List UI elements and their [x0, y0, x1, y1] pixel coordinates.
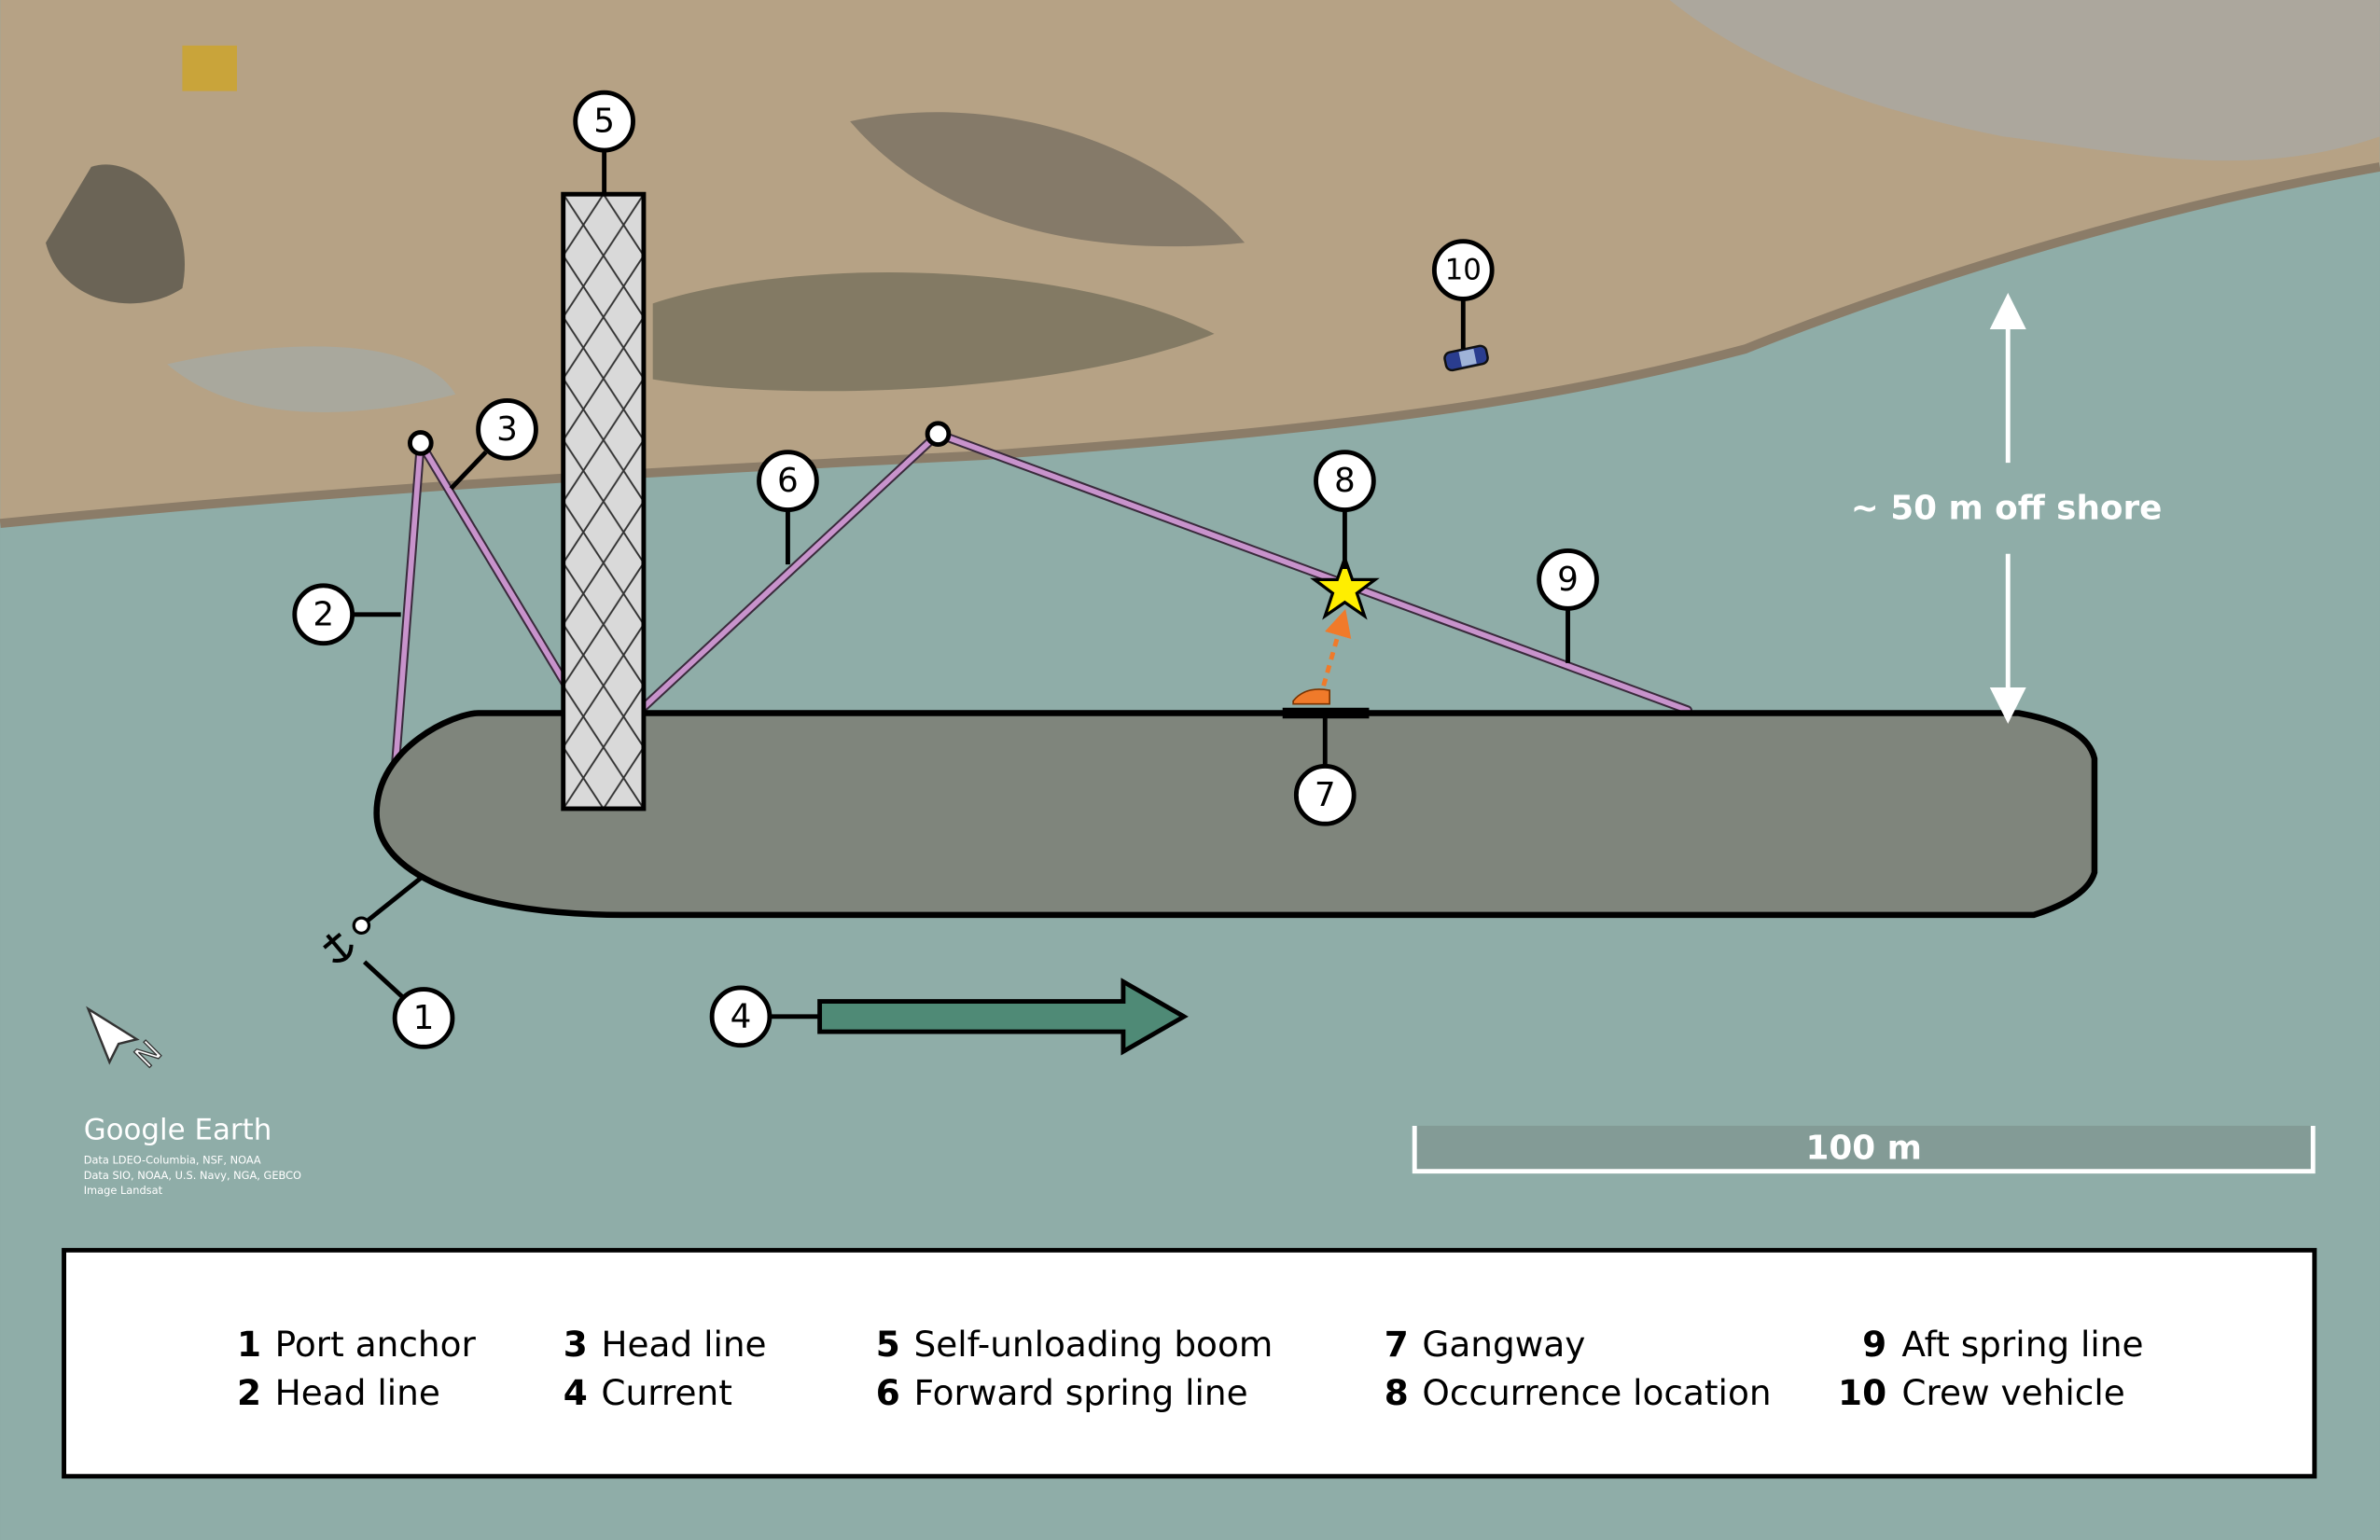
svg-text:5: 5 [876, 1324, 900, 1365]
forward-spring-line [637, 431, 941, 714]
legend-item: 9 Aft spring line [1862, 1324, 2143, 1365]
shoreline [0, 162, 2380, 529]
grey-stockpile [167, 346, 456, 412]
callout-number: 1 [413, 999, 435, 1037]
callout-leaders [352, 150, 1570, 1020]
callout-number: 9 [1557, 561, 1579, 599]
svg-text:Head line: Head line [275, 1372, 440, 1413]
svg-text:3: 3 [564, 1324, 588, 1365]
svg-text:6: 6 [876, 1372, 900, 1413]
anchor-icon [323, 932, 354, 963]
svg-text:9: 9 [1862, 1324, 1886, 1365]
crew-vehicle-icon [1443, 344, 1489, 372]
legend-item: 4 Current [564, 1372, 732, 1413]
scale-bar [1412, 1125, 2316, 1174]
callout-number: 4 [731, 997, 752, 1035]
svg-text:4: 4 [564, 1372, 588, 1413]
svg-text:8: 8 [1385, 1372, 1409, 1413]
bollard-icon [407, 430, 434, 456]
callout-3: 3 [476, 397, 538, 461]
ship-hull [373, 710, 2098, 919]
callout-5: 5 [573, 90, 635, 153]
google-earth-logo: Google Earth [84, 1114, 272, 1147]
callout-number: 10 [1445, 254, 1482, 287]
callout-number: 8 [1334, 462, 1356, 500]
svg-text:Self-unloading boom: Self-unloading boom [913, 1324, 1273, 1365]
svg-text:Forward spring line: Forward spring line [913, 1372, 1247, 1413]
rock-pile [652, 272, 1215, 392]
legend-item: 10 Crew vehicle [1838, 1372, 2125, 1413]
svg-text:Crew vehicle: Crew vehicle [1901, 1372, 2124, 1413]
legend-item: 2 Head line [237, 1372, 440, 1413]
svg-text:7: 7 [1385, 1324, 1409, 1365]
svg-text:Port anchor: Port anchor [275, 1324, 477, 1365]
svg-text:Gangway: Gangway [1422, 1324, 1585, 1365]
mooring-lines [390, 429, 1692, 779]
legend-item: 6 Forward spring line [876, 1372, 1248, 1413]
svg-text:2: 2 [237, 1372, 261, 1413]
svg-text:Current: Current [601, 1372, 731, 1413]
bollard-icon [925, 421, 952, 448]
legend-item: 7 Gangway [1385, 1324, 1586, 1365]
callout-10: 10 [1431, 239, 1495, 301]
callout-4: 4 [709, 985, 772, 1048]
attribution-line: Data LDEO-Columbia, NSF, NOAA [84, 1154, 261, 1167]
movement-arrow [1321, 608, 1352, 687]
callout-number: 7 [1315, 776, 1336, 814]
grey-stockpile-right [1669, 0, 2380, 161]
self-unloading-boom [561, 191, 647, 812]
legend-box [62, 1247, 2317, 1479]
head-line-2 [392, 440, 424, 777]
legend-item: 3 Head line [564, 1324, 767, 1365]
attribution-line: Data SIO, NOAA, U.S. Navy, NGA, GEBCO [84, 1169, 301, 1182]
legend-item: 1 Port anchor [237, 1324, 477, 1365]
scale-bar-label: 100 m [1806, 1130, 1922, 1168]
boat-icon [1292, 688, 1330, 705]
callout-number: 2 [313, 595, 334, 633]
loader-vehicle [182, 45, 237, 91]
svg-text:Occurrence location: Occurrence location [1422, 1372, 1771, 1413]
callout-9: 9 [1537, 548, 1599, 611]
scale-bar-fill [1414, 1125, 2314, 1172]
offshore-distance-label: ~ 50 m off shore [1851, 489, 2163, 527]
callout-6: 6 [757, 450, 819, 512]
svg-text:1: 1 [237, 1324, 261, 1365]
callout-number: 5 [593, 103, 615, 141]
dark-stockpile [46, 164, 185, 304]
anchor-chain [359, 875, 424, 928]
head-line-3 [417, 440, 568, 686]
callout-1: 1 [392, 987, 455, 1049]
aft-spring-line [935, 431, 1691, 714]
dark-pile [850, 112, 1246, 247]
callout-7: 7 [1293, 763, 1357, 826]
svg-text:Aft spring line: Aft spring line [1901, 1324, 2143, 1365]
svg-text:Head line: Head line [601, 1324, 766, 1365]
callout-8: 8 [1314, 450, 1376, 512]
compass-arrow-icon [86, 1006, 140, 1065]
attribution-line: Image Landsat [84, 1184, 163, 1197]
occurrence-star-icon [1310, 553, 1380, 620]
legend-item: 8 Occurrence location [1385, 1372, 1772, 1413]
svg-text:10: 10 [1838, 1372, 1886, 1413]
callout-number: 3 [496, 410, 518, 449]
hawse-icon [352, 916, 371, 935]
callout-2: 2 [292, 583, 355, 646]
legend-item: 5 Self-unloading boom [876, 1324, 1273, 1365]
current-arrow [817, 978, 1189, 1056]
callout-number: 6 [777, 462, 799, 500]
